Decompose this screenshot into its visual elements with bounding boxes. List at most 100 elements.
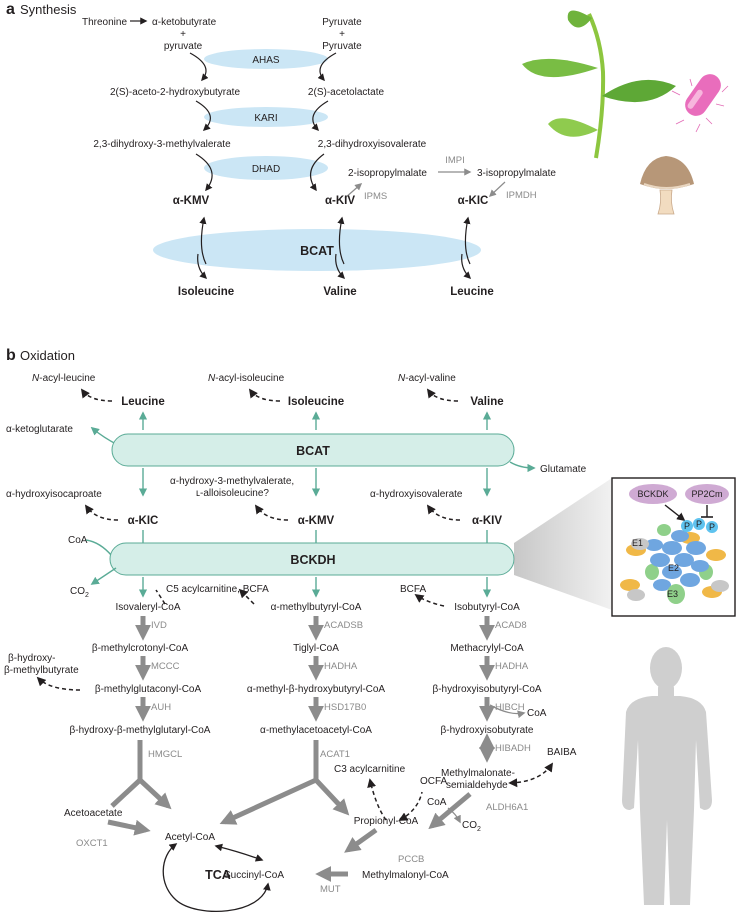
acadsb-label: ACADSB <box>324 620 363 631</box>
kari-oval <box>204 107 328 127</box>
alpha-hydroxyisocaproate: α-hydroxyisocaproate <box>6 489 102 500</box>
arrow-dhad-right <box>309 153 325 192</box>
p-label-1: P <box>684 521 690 531</box>
e2-subunit <box>691 560 709 572</box>
arr-oxct1 <box>107 819 151 836</box>
hydroxy-methylvalerate: α-hydroxy-3-methylvalerate, <box>170 476 294 487</box>
acetyl-coa: Acetyl-CoA <box>165 832 215 843</box>
arrow-ahas-right <box>317 52 337 82</box>
pccb-label: PCCB <box>398 854 424 865</box>
hadha-label: HADHA <box>324 661 358 672</box>
hibadh-label: HIBADH <box>495 743 531 754</box>
dhad-oval <box>204 156 328 180</box>
methylglutaconyl-coa: β-methylglutaconyl-CoA <box>95 684 202 695</box>
phospho-3 <box>706 521 718 533</box>
glutamate: Glutamate <box>540 464 587 475</box>
arr-coa-release <box>489 704 526 719</box>
g-glutamate <box>509 461 536 473</box>
e2-subunit <box>671 530 689 542</box>
kic-a: α-KIC <box>458 195 489 207</box>
dash-ocfa <box>398 791 423 821</box>
methylbutyryl-coa: α-methylbutyryl-CoA <box>271 602 362 613</box>
succinyl-coa: Succinyl-CoA <box>224 870 284 881</box>
leucine-b: Leucine <box>121 396 164 408</box>
isopropylmalate-2: 2-isopropylmalate <box>348 168 427 179</box>
dash-amb-c5 <box>238 588 255 605</box>
acetoacetate: Acetoacetate <box>64 808 123 819</box>
hadha-label-2: HADHA <box>495 661 529 672</box>
isopropylmalate-3: 3-isopropylmalate <box>477 168 556 179</box>
e2-subunit <box>686 541 706 555</box>
e1-label: E1 <box>632 538 643 548</box>
hmb-2: β-methylbutyrate <box>4 665 79 676</box>
aldh6a1-label: ALDH6A1 <box>486 802 528 813</box>
hmg-coa: β-hydroxy-β-methylglutaryl-CoA <box>70 725 211 736</box>
auh-label: AUH <box>151 702 171 713</box>
g-co2-out <box>90 567 117 585</box>
dash-ahiv <box>426 504 461 521</box>
panel-b-letter: b <box>6 347 16 364</box>
arrow-ahas-left <box>189 52 209 82</box>
arrow-val-down <box>335 253 346 280</box>
g-coa-in <box>85 539 113 557</box>
panel-b-title: Oxidation <box>20 348 75 363</box>
grey-subunit <box>711 580 729 592</box>
dash-hmb <box>36 676 81 691</box>
arrow-kari-left <box>195 100 211 131</box>
ahas-label: AHAS <box>252 55 280 66</box>
alloisoleucine: ʟ-alloisoleucine? <box>196 488 269 499</box>
kmv-b: α-KMV <box>298 515 335 527</box>
mut-label: MUT <box>320 884 341 895</box>
e3-subunit <box>645 564 659 580</box>
arr-pccb <box>344 827 378 853</box>
bcfa: BCFA <box>400 584 426 595</box>
valine-b: Valine <box>470 396 503 408</box>
ahas-oval <box>204 49 328 69</box>
phospho-1 <box>681 520 693 532</box>
kmv-a: α-KMV <box>173 195 210 207</box>
impi-label: IMPI <box>445 155 465 166</box>
hydroxyisobutyrate: β-hydroxyisobutyrate <box>440 725 533 736</box>
isoleucine-a: Isoleucine <box>178 286 234 298</box>
dash-baiba <box>508 762 553 788</box>
arrow-ipmdh <box>488 181 506 197</box>
arrow-kari-right <box>311 100 329 132</box>
e2-subunit <box>674 553 694 567</box>
methyl-hydroxybutyryl-coa: α-methyl-β-hydroxybutyryl-CoA <box>247 684 386 695</box>
hmgcl-to-acetoacetate <box>110 740 143 808</box>
hmgcl-to-acetyl <box>138 778 172 810</box>
n-acyl-isoleucine: N-acyl-isoleucine <box>208 373 285 384</box>
dash-ahic <box>84 504 119 521</box>
methylmalonyl-coa: Methylmalonyl-CoA <box>362 870 449 881</box>
e1-subunit <box>706 549 726 561</box>
e2-subunit <box>653 579 671 591</box>
e2-subunit <box>650 553 670 567</box>
e3-subunit <box>657 524 671 536</box>
dihydroxyisovalerate: 2,3-dihydroxyisovalerate <box>318 139 427 150</box>
dash-n-acyl-val <box>426 388 459 402</box>
acad8-label: ACAD8 <box>495 620 527 631</box>
e2-subunit <box>662 565 682 579</box>
ocfa: OCFA <box>420 776 448 787</box>
arrow-kmv-up <box>199 216 207 265</box>
mmsa-1: Methylmalonate- <box>441 768 515 779</box>
bcat-label-a: BCAT <box>300 244 334 258</box>
threonine: Threonine <box>82 17 127 28</box>
pp2cm-label: PP2Cm <box>691 489 722 499</box>
isovaleryl-coa: Isovaleryl-CoA <box>115 602 180 613</box>
isoleucine-b: Isoleucine <box>288 396 344 408</box>
acat1-to-acetyl <box>219 740 319 825</box>
mccc-label: MCCC <box>151 661 180 672</box>
alpha-ketobutyrate: α-ketobutyrate <box>152 17 217 28</box>
aceto-hydroxybutyrate: 2(S)-aceto-2-hydroxybutyrate <box>110 87 240 98</box>
leucine-a: Leucine <box>450 286 493 298</box>
coa-in: CoA <box>68 535 88 546</box>
kic-b: α-KIC <box>128 515 159 527</box>
bcat-bar-b <box>111 433 515 467</box>
kiv-a: α-KIV <box>325 195 355 207</box>
n-acyl-valine: N-acyl-valine <box>398 373 456 384</box>
bckdh-complex <box>620 524 729 604</box>
arrow-leu-down <box>461 253 472 280</box>
alpha-hydroxyisovalerate: α-hydroxyisovalerate <box>370 489 463 500</box>
